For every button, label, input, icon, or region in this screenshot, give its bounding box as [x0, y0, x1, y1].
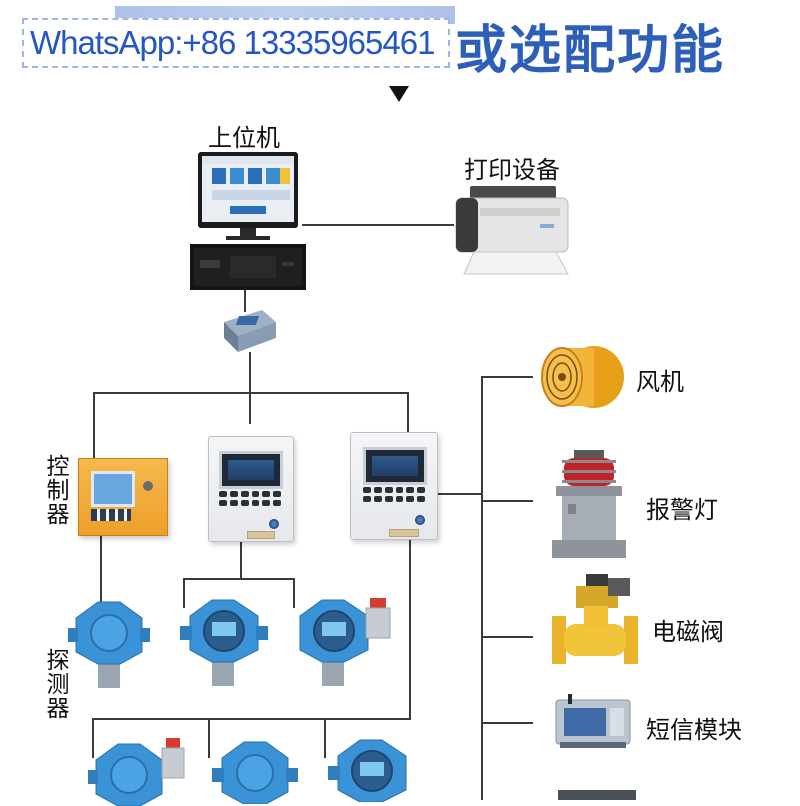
orange-controller-screen: [91, 471, 135, 507]
printer-icon: [455, 186, 569, 275]
wire-host-printer: [302, 224, 454, 226]
fan-icon: [541, 346, 624, 408]
gas-detector-display-icon: [180, 599, 268, 686]
wall-controller-right-knob: [415, 515, 425, 525]
wire-bus-right-drop: [407, 392, 409, 434]
wall-controller-middle-display: [219, 451, 283, 489]
gas-detector-alarm-icon: [88, 738, 185, 806]
solenoid-valve-icon: [552, 574, 638, 664]
wire-mid-branch: [183, 578, 295, 580]
gas-detector-plain-icon: [212, 741, 298, 804]
wall-controller-middle: [208, 436, 294, 542]
sms-module-icon: [555, 694, 631, 748]
wire-out-fan: [481, 376, 533, 378]
label-fan: 风机: [636, 368, 684, 396]
gas-detector-display-alarm-icon: [299, 598, 391, 686]
orange-controller-keys: [91, 509, 131, 521]
watermark-text: WhatsApp:+86 13335965461: [30, 24, 435, 61]
wire-converter-bus: [249, 352, 251, 424]
label-sms-module: 短信模块: [646, 716, 742, 744]
orange-controller: [78, 458, 168, 536]
wire-lower-bus: [92, 718, 411, 720]
wire-top-bus: [93, 392, 409, 394]
watermark-contact: WhatsApp:+86 13335965461: [22, 18, 450, 68]
wire-mid-branch-right: [293, 578, 295, 608]
alarm-light-icon: [552, 450, 626, 558]
wall-controller-right-display: [363, 447, 427, 485]
section-title: 或选配功能: [455, 21, 726, 81]
wall-controller-middle-nameplate: [247, 531, 275, 539]
wall-controller-right-keypad: [363, 487, 425, 502]
label-host: 上位机: [208, 124, 280, 152]
wire-ctrl-to-outputs: [436, 493, 482, 495]
wire-bus-left-drop: [93, 392, 95, 464]
wall-controller-middle-keypad: [219, 491, 281, 506]
label-solenoid-valve: 电磁阀: [652, 618, 724, 646]
wire-out-alarm: [481, 500, 533, 502]
label-detector: 探测器: [42, 648, 68, 720]
wall-controller-right-nameplate: [389, 529, 419, 537]
wire-host-converter: [244, 290, 246, 312]
label-alarm-light: 报警灯: [646, 496, 718, 524]
label-printer: 打印设备: [464, 156, 560, 184]
wire-out-valve: [481, 636, 533, 638]
gas-detector-display-lower-icon: [328, 739, 407, 802]
output-device-partial-icon: [558, 790, 636, 800]
wall-controller-right: [350, 432, 438, 540]
wire-lower-drop-2: [208, 718, 210, 758]
converter-module-icon: [224, 310, 276, 352]
wire-right-ctrl-down: [409, 540, 411, 720]
down-arrow-icon: [389, 86, 409, 102]
wall-controller-middle-knob: [269, 519, 279, 529]
orange-controller-lock: [143, 481, 153, 491]
wire-output-bus: [481, 376, 483, 800]
wire-mid-branch-left: [183, 578, 185, 608]
label-controller: 控制器: [42, 454, 68, 526]
wire-lower-drop-1: [92, 718, 94, 758]
wire-mid-ctrl-down: [240, 541, 242, 579]
wire-orange-down: [100, 534, 102, 604]
gas-detector-icon: [68, 601, 150, 688]
wire-out-sms: [481, 722, 533, 724]
wire-lower-drop-3: [324, 718, 326, 758]
host-computer-icon: [190, 152, 306, 290]
